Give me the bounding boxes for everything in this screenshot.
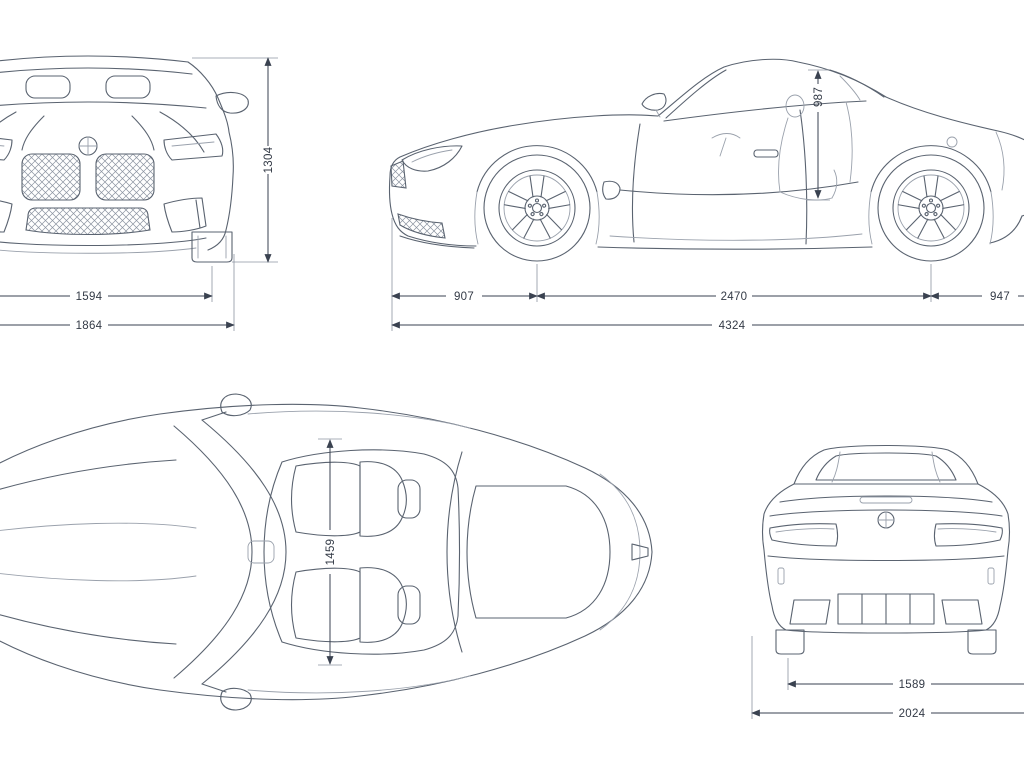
- trunk-lid: [466, 485, 611, 619]
- rear-view-wheel-right: [967, 629, 997, 655]
- beltline: [663, 100, 867, 122]
- dim-rear-overall-width: 2024: [899, 708, 926, 720]
- rear-window: [815, 452, 957, 481]
- dim-front-track: 1594: [76, 291, 103, 303]
- soft-top: [793, 444, 979, 485]
- mirror-top-right: [220, 687, 252, 711]
- interior-seat: [711, 94, 853, 201]
- rear-wheel-arch: [870, 145, 992, 193]
- dim-side-rear-overhang: 947: [990, 291, 1010, 303]
- headrest-right: [105, 75, 151, 99]
- fuel-cap: [946, 136, 958, 148]
- front-intake-side: [397, 213, 446, 239]
- taillight-left: [769, 523, 839, 547]
- cowl-line: [0, 101, 207, 109]
- seat-right: [291, 567, 421, 643]
- reflector-left: [777, 567, 785, 585]
- dim-side-wheelbase: 2470: [721, 291, 748, 303]
- mirror-top-left: [220, 393, 252, 417]
- side-intake-left: [0, 200, 13, 233]
- front-wheel-arch: [476, 145, 598, 193]
- exhaust-left: [789, 599, 831, 625]
- windshield-outer: [201, 419, 287, 685]
- headlight-side: [401, 145, 463, 172]
- rear-view-wheel-left: [775, 629, 805, 655]
- side-intake-right: [163, 197, 207, 233]
- top-view: 1459: [0, 393, 653, 711]
- cockpit-opening: [263, 449, 461, 655]
- windshield-inner: [173, 425, 253, 679]
- door-front-seam: [631, 123, 641, 243]
- reflector-right: [987, 567, 995, 585]
- headlight-right: [163, 133, 224, 161]
- dim-rear-track: 1589: [899, 679, 926, 691]
- silhouette: [389, 58, 1024, 217]
- third-brake-light: [859, 496, 913, 504]
- front-wheel: [483, 154, 591, 262]
- rear-body-right: [977, 483, 1011, 631]
- side-view: 987 907 2470 947 4324: [388, 58, 1024, 332]
- dim-side-front-overhang: 907: [454, 291, 474, 303]
- dim-side-cabin-height: 987: [813, 87, 825, 107]
- headlight-left: [0, 138, 13, 161]
- seat-left: [291, 461, 421, 537]
- taillight-right: [933, 523, 1003, 547]
- headrest-left: [25, 75, 71, 99]
- rear-wheel: [877, 154, 985, 262]
- rear-bulkhead: [446, 451, 463, 653]
- door-rear-seam: [799, 109, 808, 245]
- antenna-fin: [631, 543, 649, 561]
- dim-top-cabin-width: 1459: [325, 539, 337, 566]
- center-console: [247, 540, 275, 564]
- diffuser: [837, 593, 935, 625]
- mirror-right: [215, 91, 249, 114]
- rear-view: 1589 2024: [751, 444, 1024, 720]
- front-view: 1304 1594 1864: [0, 55, 278, 332]
- kidney-grille-left: [21, 153, 81, 201]
- door-handle: [753, 149, 779, 158]
- mirror-side: [641, 92, 667, 111]
- center-intake: [25, 207, 151, 236]
- dim-front-overall-width: 1864: [76, 320, 103, 332]
- body-side-right: [187, 61, 234, 251]
- kidney-grille-side: [390, 160, 407, 189]
- exhaust-right: [941, 599, 983, 625]
- plan-outline: [0, 403, 653, 701]
- front-view-wheel-right: [191, 231, 233, 263]
- roof-line: [0, 55, 189, 63]
- fender-vent: [602, 180, 621, 200]
- dim-side-overall-length: 4324: [719, 320, 746, 332]
- kidney-grille-right: [95, 153, 155, 201]
- rear-body-left: [761, 483, 795, 631]
- dim-front-overall-height: 1304: [263, 146, 275, 173]
